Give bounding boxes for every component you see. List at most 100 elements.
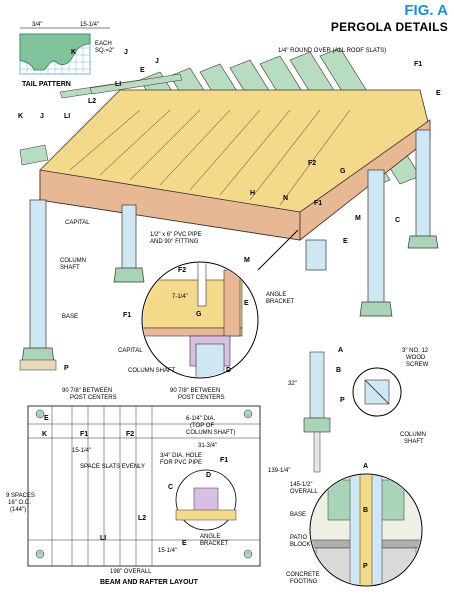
layout-spaces-3: (144") bbox=[10, 507, 26, 513]
layout-l1: LI bbox=[100, 535, 106, 542]
layout-angle-1: ANGLE bbox=[200, 534, 220, 540]
tail-part-j: J bbox=[124, 49, 128, 56]
label-p: P bbox=[64, 365, 69, 372]
tail-pattern: 3/4" 15-1/4" K EACH SQ.=2" J TAIL PATTER… bbox=[19, 22, 128, 88]
detail-g: G bbox=[196, 311, 202, 318]
screw-1: 3" NO. 12 bbox=[402, 348, 429, 354]
layout-title: BEAM AND RAFTER LAYOUT bbox=[100, 579, 199, 586]
layout-space-note: SPACE SLATS EVENLY bbox=[80, 464, 145, 470]
layout-dia-3: COLUMN SHAFT) bbox=[186, 430, 235, 436]
label-f1b: F1 bbox=[314, 200, 322, 207]
section-detail: 145-1/2" OVERALL BASE PATIO BLOCK CONCRE… bbox=[286, 463, 423, 587]
layout-dim-left-1: 90 7/8" BETWEEN bbox=[62, 388, 112, 394]
detail-circle: 1/2" x 6" PVC PIPE AND 90° FITTING F2 M … bbox=[118, 229, 299, 379]
column-shaft-2: SHAFT bbox=[60, 265, 80, 271]
label-l1b: LI bbox=[64, 113, 70, 120]
tail-grid bbox=[19, 33, 91, 75]
section-footing-1: CONCRETE bbox=[286, 572, 320, 578]
layout-d: D bbox=[206, 472, 211, 479]
layout-overall: 198" OVERALL bbox=[110, 569, 152, 575]
angle-label-1: ANGLE bbox=[266, 292, 286, 298]
layout-dim-15b: 15-1/4" bbox=[158, 548, 177, 554]
layout-dim-15: 15-1/4" bbox=[72, 448, 91, 454]
layout-dia-1: 6-1/4" DIA. bbox=[186, 416, 215, 422]
section-patio-1: PATIO bbox=[290, 535, 307, 541]
detail-e: E bbox=[244, 300, 249, 307]
label-k: K bbox=[18, 113, 23, 120]
layout-dim-139: 139-1/4" bbox=[268, 468, 290, 474]
label-n: N bbox=[283, 195, 288, 202]
detail-f2: F2 bbox=[178, 267, 186, 274]
layout-spaces-1: 9 SPACES bbox=[6, 493, 35, 499]
tail-dim-left: 3/4" bbox=[32, 22, 42, 28]
angle-label-2: BRACKET bbox=[266, 299, 295, 305]
capital-label: CAPITAL bbox=[65, 220, 90, 226]
layout-angle-2: BRACKET bbox=[200, 541, 229, 547]
column-detail: A B P 32" 3" NO. 12 WOOD SCREW COLUMN SH… bbox=[288, 347, 429, 473]
column-bases bbox=[21, 235, 439, 363]
col-a: A bbox=[338, 347, 343, 354]
label-g: G bbox=[340, 168, 346, 175]
section-patio-2: BLOCK bbox=[290, 542, 310, 548]
section-a: A bbox=[363, 463, 368, 470]
label-l1: LI bbox=[115, 81, 121, 88]
label-j: J bbox=[155, 58, 159, 65]
col-b: B bbox=[336, 367, 341, 374]
tail-note-2: SQ.=2" bbox=[95, 48, 114, 54]
layout-c: C bbox=[168, 484, 173, 491]
layout-hole-2: FOR PVC PIPE bbox=[160, 460, 202, 466]
layout-f1: F1 bbox=[80, 431, 88, 438]
detail-m: M bbox=[244, 257, 250, 264]
section-base: BASE bbox=[290, 512, 306, 518]
detail-d: D bbox=[226, 367, 231, 374]
roundover-note: 1/4" ROUND OVER (ALL ROOF SLATS) bbox=[278, 48, 386, 54]
column-shaft-1: COLUMN bbox=[60, 258, 86, 264]
layout-f2: F2 bbox=[126, 431, 134, 438]
columns bbox=[29, 129, 431, 351]
section-dim-1: 145-1/2" bbox=[290, 482, 312, 488]
layout-hole-1: 3/4" DIA. HOLE bbox=[160, 453, 202, 459]
section-footing-2: FOOTING bbox=[290, 579, 318, 585]
layout-dia-2: (TOP OF bbox=[190, 423, 214, 429]
figure-header: FIG. A PERGOLA DETAILS bbox=[331, 2, 448, 34]
col-dim: 32" bbox=[288, 381, 297, 387]
pvc-label-2: AND 90° FITTING bbox=[150, 239, 199, 245]
section-p: P bbox=[363, 563, 368, 570]
detail-f1: F1 bbox=[123, 312, 131, 319]
label-e2: E bbox=[436, 90, 441, 97]
label-m: M bbox=[355, 215, 361, 222]
detail-capital: CAPITAL bbox=[118, 348, 143, 354]
label-l2: L2 bbox=[88, 98, 96, 105]
figure-label: FIG. A bbox=[404, 2, 448, 19]
col-p: P bbox=[340, 397, 345, 404]
label-h: H bbox=[250, 190, 255, 197]
label-j2: J bbox=[40, 113, 44, 120]
base-label: BASE bbox=[62, 314, 78, 320]
layout-l2: L2 bbox=[138, 515, 146, 522]
detail-column-shaft: COLUMN SHAFT bbox=[128, 368, 176, 374]
label-f1: F1 bbox=[414, 61, 422, 68]
layout-f1b: F1 bbox=[220, 457, 228, 464]
layout-dim-31: 31-3/4" bbox=[198, 443, 217, 449]
layout-dim-left-2: POST CENTERS bbox=[70, 395, 117, 401]
pvc-label-1: 1/2" x 6" PVC PIPE bbox=[150, 232, 202, 238]
section-dim-2: OVERALL bbox=[290, 489, 318, 495]
detail-dim: 7-1/4" bbox=[172, 294, 188, 300]
tail-pattern-title: TAIL PATTERN bbox=[22, 81, 71, 88]
layout-e: E bbox=[44, 415, 49, 422]
pergola-main-view: 1/4" ROUND OVER (ALL ROOF SLATS) E LI J … bbox=[18, 47, 441, 372]
col-shaft-1: COLUMN bbox=[400, 432, 426, 438]
section-b: B bbox=[363, 507, 368, 514]
tail-part-k: K bbox=[71, 49, 76, 56]
layout-dim-right-2: POST CENTERS bbox=[178, 395, 225, 401]
col-shaft-2: SHAFT bbox=[404, 439, 424, 445]
beam-rafter-layout: 90 7/8" BETWEEN POST CENTERS 90 7/8" BET… bbox=[6, 388, 290, 586]
label-c: C bbox=[395, 217, 400, 224]
layout-dim-right-1: 90 7/8" BETWEEN bbox=[170, 388, 220, 394]
label-f2: F2 bbox=[308, 160, 316, 167]
label-e3: E bbox=[343, 238, 348, 245]
screw-2: WOOD bbox=[406, 355, 426, 361]
layout-k: K bbox=[42, 431, 47, 438]
layout-e2: E bbox=[182, 540, 187, 547]
